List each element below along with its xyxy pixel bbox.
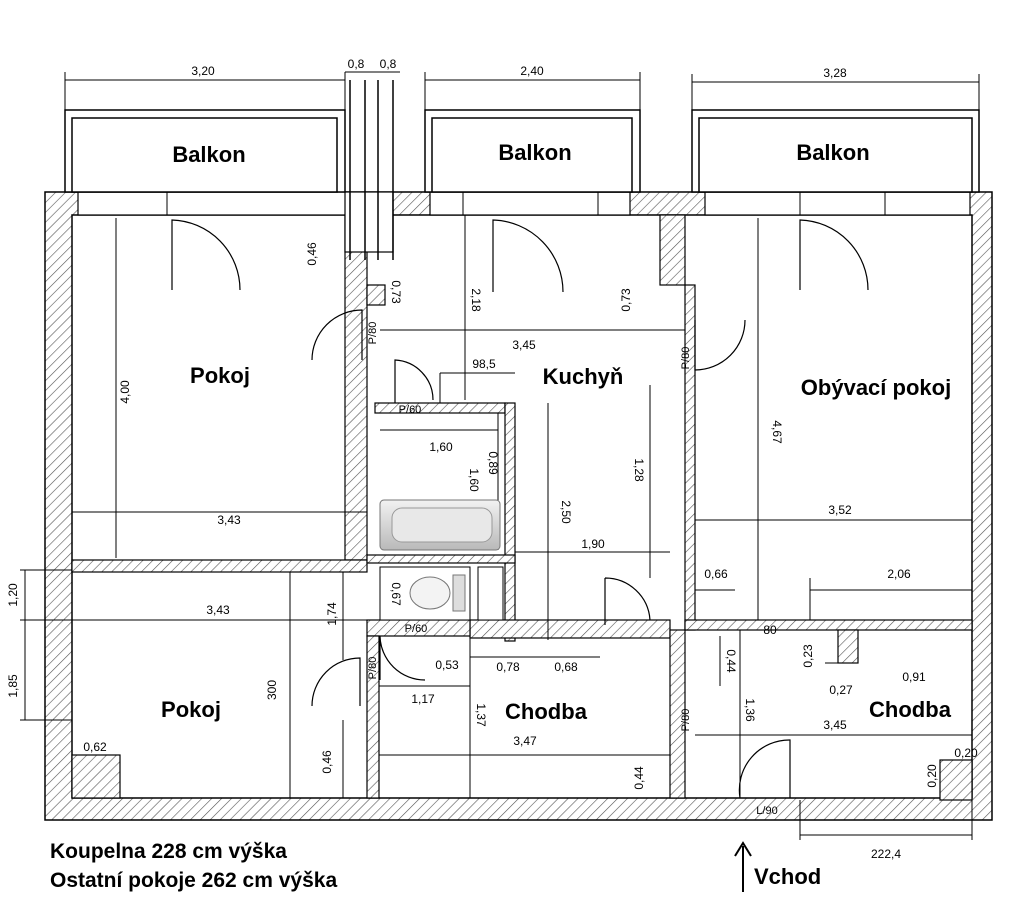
dimension-label: 80 xyxy=(763,623,777,637)
dimension-label: 0,8 xyxy=(348,57,365,71)
entrance-label: Vchod xyxy=(754,864,821,889)
dimension-label: 1,60 xyxy=(467,468,481,492)
dimension-label: 2,06 xyxy=(887,567,911,581)
room-label-kuchyn: Kuchyň xyxy=(543,364,624,389)
dimension-label: 0,46 xyxy=(320,750,334,774)
room-label-pokoj-bottom: Pokoj xyxy=(161,697,221,722)
dimension-label: 4,67 xyxy=(770,420,784,444)
room-label-balkon-left: Balkon xyxy=(172,142,245,167)
dimension-label: 1,17 xyxy=(411,692,435,706)
dimension-label: 1,36 xyxy=(743,698,757,722)
room-label-chodba-mid: Chodba xyxy=(505,699,588,724)
dimension-label: 1,37 xyxy=(474,703,488,727)
dimension-lines xyxy=(20,71,980,840)
dimension-label: 3,43 xyxy=(217,513,241,527)
top-openings xyxy=(77,191,971,253)
dimension-label: 0,46 xyxy=(305,242,319,266)
dimension-label: 0,20 xyxy=(925,764,939,788)
bathtub-icon xyxy=(379,499,501,551)
dimension-label: 3,45 xyxy=(512,338,536,352)
dimension-label: 0,78 xyxy=(496,660,520,674)
dimension-label: 3,20 xyxy=(191,64,215,78)
dimension-label: 1,85 xyxy=(6,674,20,698)
room-label-pokoj-top: Pokoj xyxy=(190,363,250,388)
dimension-labels: 3,20 0,8 0,8 2,40 3,28 0,46 0,73 2,18 0,… xyxy=(6,57,978,861)
dimension-label: 1,60 xyxy=(429,440,453,454)
dimension-label: 2,18 xyxy=(469,288,483,312)
door-label: L/90 xyxy=(756,805,777,817)
dimension-label: 0,8 xyxy=(380,57,397,71)
dimension-label: 0,68 xyxy=(554,660,578,674)
dimension-label: 3,47 xyxy=(513,734,537,748)
room-label-balkon-right: Balkon xyxy=(796,140,869,165)
dimension-label: 0,91 xyxy=(902,670,926,684)
dimension-label: 0,20 xyxy=(954,746,978,760)
door-label: P/80 xyxy=(680,709,692,732)
dimension-label: 0,53 xyxy=(435,658,459,672)
dimension-label: 0,67 xyxy=(389,582,403,606)
dimension-label: 3,43 xyxy=(206,603,230,617)
door-label: P/80 xyxy=(367,322,379,345)
room-labels: Balkon Balkon Balkon Pokoj Kuchyň Obývac… xyxy=(161,140,952,724)
balconies xyxy=(64,109,980,193)
door-label: P/60 xyxy=(405,623,428,635)
door-label: P/80 xyxy=(367,657,379,680)
dimension-label: 1,74 xyxy=(325,602,339,626)
dimension-label: 4,00 xyxy=(118,380,132,404)
door-labels: P/80 P/80 P/60 P/60 P/80 P/80 L/90 xyxy=(367,322,778,817)
dimension-label: 0,73 xyxy=(619,288,633,312)
note-rooms-height: Ostatní pokoje 262 cm výška xyxy=(50,869,337,892)
dimension-label: 300 xyxy=(265,680,279,700)
dimension-label: 1,28 xyxy=(632,458,646,482)
dimension-label: 0,44 xyxy=(724,649,738,673)
dimension-label: 98,5 xyxy=(472,357,496,371)
dimension-label: 0,66 xyxy=(704,567,728,581)
dimension-label: 3,52 xyxy=(828,503,852,517)
dimension-label: 0,89 xyxy=(486,451,500,475)
dimension-label: 0,27 xyxy=(829,683,853,697)
door-label: P/80 xyxy=(680,347,692,370)
dimension-label: 222,4 xyxy=(871,847,901,861)
dimension-label: 0,73 xyxy=(389,280,403,304)
dimension-label: 2,40 xyxy=(520,64,544,78)
dimension-label: 0,44 xyxy=(632,766,646,790)
door-swings xyxy=(171,219,869,799)
dimension-label: 1,90 xyxy=(581,537,605,551)
dimension-label: 1,20 xyxy=(6,583,20,607)
shaft-lines xyxy=(349,80,394,260)
dimension-label: 3,45 xyxy=(823,718,847,732)
dimension-label: 2,50 xyxy=(559,500,573,524)
dimension-label: 0,23 xyxy=(801,644,815,668)
toilet-icon xyxy=(379,566,504,621)
room-label-obyvaci-pokoj: Obývací pokoj xyxy=(801,375,951,400)
door-label: P/60 xyxy=(399,404,422,416)
interior-walls xyxy=(71,214,973,801)
room-label-balkon-mid: Balkon xyxy=(498,140,571,165)
note-bathroom-height: Koupelna 228 cm výška xyxy=(50,840,287,863)
room-label-chodba-right: Chodba xyxy=(869,697,952,722)
dimension-label: 0,62 xyxy=(83,740,107,754)
dimension-label: 3,28 xyxy=(823,66,847,80)
entrance-arrow-icon xyxy=(734,841,752,892)
